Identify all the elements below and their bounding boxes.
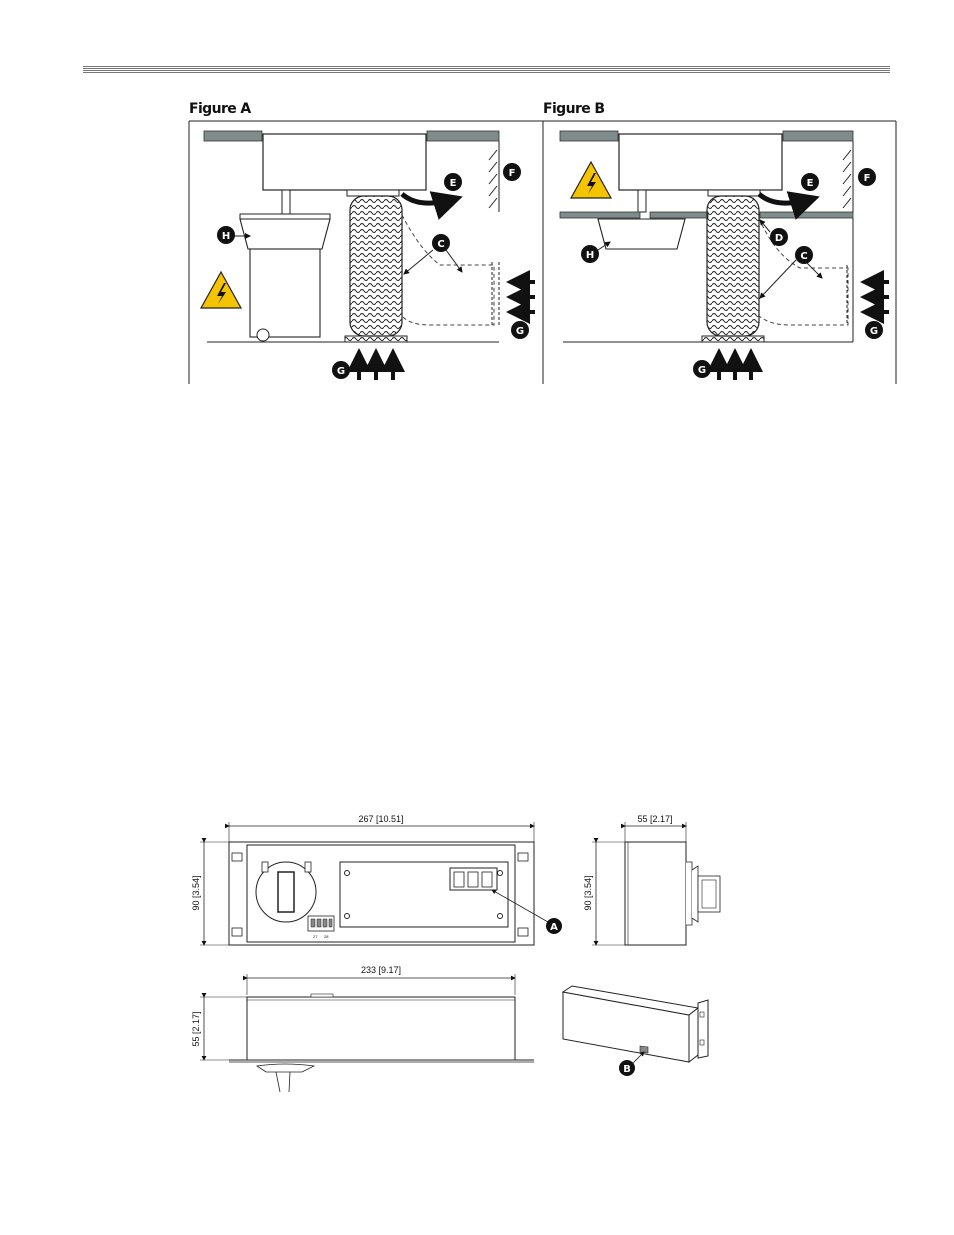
svg-text:G: G bbox=[870, 326, 878, 337]
svg-text:27: 27 bbox=[313, 934, 318, 939]
dim-height-top: 55 [2.17] bbox=[191, 1011, 201, 1046]
top-view-panel bbox=[247, 997, 515, 1060]
floor-grille bbox=[345, 336, 407, 342]
dim-height-front: 90 [3.54] bbox=[191, 875, 201, 910]
drop-ceiling bbox=[650, 212, 708, 218]
callout-g-right: G bbox=[865, 321, 883, 339]
callout-a: A bbox=[546, 918, 562, 934]
svg-text:H: H bbox=[586, 250, 594, 261]
flex-duct bbox=[707, 196, 759, 336]
figure-a: E F H C G G bbox=[189, 121, 543, 384]
callout-h: H bbox=[217, 226, 235, 244]
callout-c: C bbox=[795, 246, 813, 264]
ceiling-panel bbox=[560, 131, 618, 141]
callout-f: F bbox=[503, 163, 521, 181]
svg-text:C: C bbox=[800, 251, 807, 262]
callout-h: H bbox=[581, 245, 599, 263]
flex-duct bbox=[350, 196, 402, 336]
svg-text:G: G bbox=[337, 366, 345, 377]
dim-width-front: 267 [10.51] bbox=[358, 814, 403, 824]
svg-text:A: A bbox=[550, 922, 558, 933]
ups-cabinet bbox=[250, 249, 320, 337]
callout-g-bottom: G bbox=[693, 360, 711, 378]
svg-text:H: H bbox=[222, 231, 230, 242]
isometric-view bbox=[563, 986, 708, 1062]
svg-text:C: C bbox=[437, 239, 444, 250]
callout-g-right: G bbox=[511, 321, 529, 339]
callout-d: D bbox=[770, 228, 788, 246]
callout-b: B bbox=[619, 1060, 635, 1076]
cooling-unit bbox=[263, 134, 426, 190]
svg-text:G: G bbox=[698, 365, 706, 376]
callout-c: C bbox=[432, 234, 450, 252]
dim-depth-side: 55 [2.17] bbox=[637, 814, 672, 824]
callout-e: E bbox=[444, 173, 462, 191]
figure-b: E F H D C G G bbox=[543, 121, 896, 384]
floor-grille bbox=[702, 336, 764, 342]
callout-f: F bbox=[858, 168, 876, 186]
dim-height-side: 90 [3.54] bbox=[583, 875, 593, 910]
drop-ceiling bbox=[760, 212, 853, 218]
svg-text:E: E bbox=[807, 178, 814, 189]
svg-text:B: B bbox=[623, 1064, 631, 1075]
side-view-panel bbox=[625, 842, 686, 945]
ceiling-panel bbox=[427, 131, 499, 141]
cooling-unit bbox=[619, 134, 782, 190]
svg-text:G: G bbox=[516, 326, 524, 337]
svg-text:28: 28 bbox=[324, 934, 329, 939]
ceiling-panel bbox=[204, 131, 262, 141]
svg-text:D: D bbox=[775, 233, 783, 244]
callout-g-bottom: G bbox=[332, 361, 350, 379]
dimension-drawing: 267 [10.51] 27 28 90 [3.54] bbox=[191, 814, 720, 1092]
callout-e: E bbox=[801, 173, 819, 191]
svg-text:F: F bbox=[864, 173, 871, 184]
ceiling-panel bbox=[783, 131, 853, 141]
svg-text:E: E bbox=[450, 178, 457, 189]
dim-width-top: 233 [9.17] bbox=[361, 965, 401, 975]
drop-ceiling bbox=[560, 212, 640, 218]
svg-text:F: F bbox=[509, 168, 516, 179]
